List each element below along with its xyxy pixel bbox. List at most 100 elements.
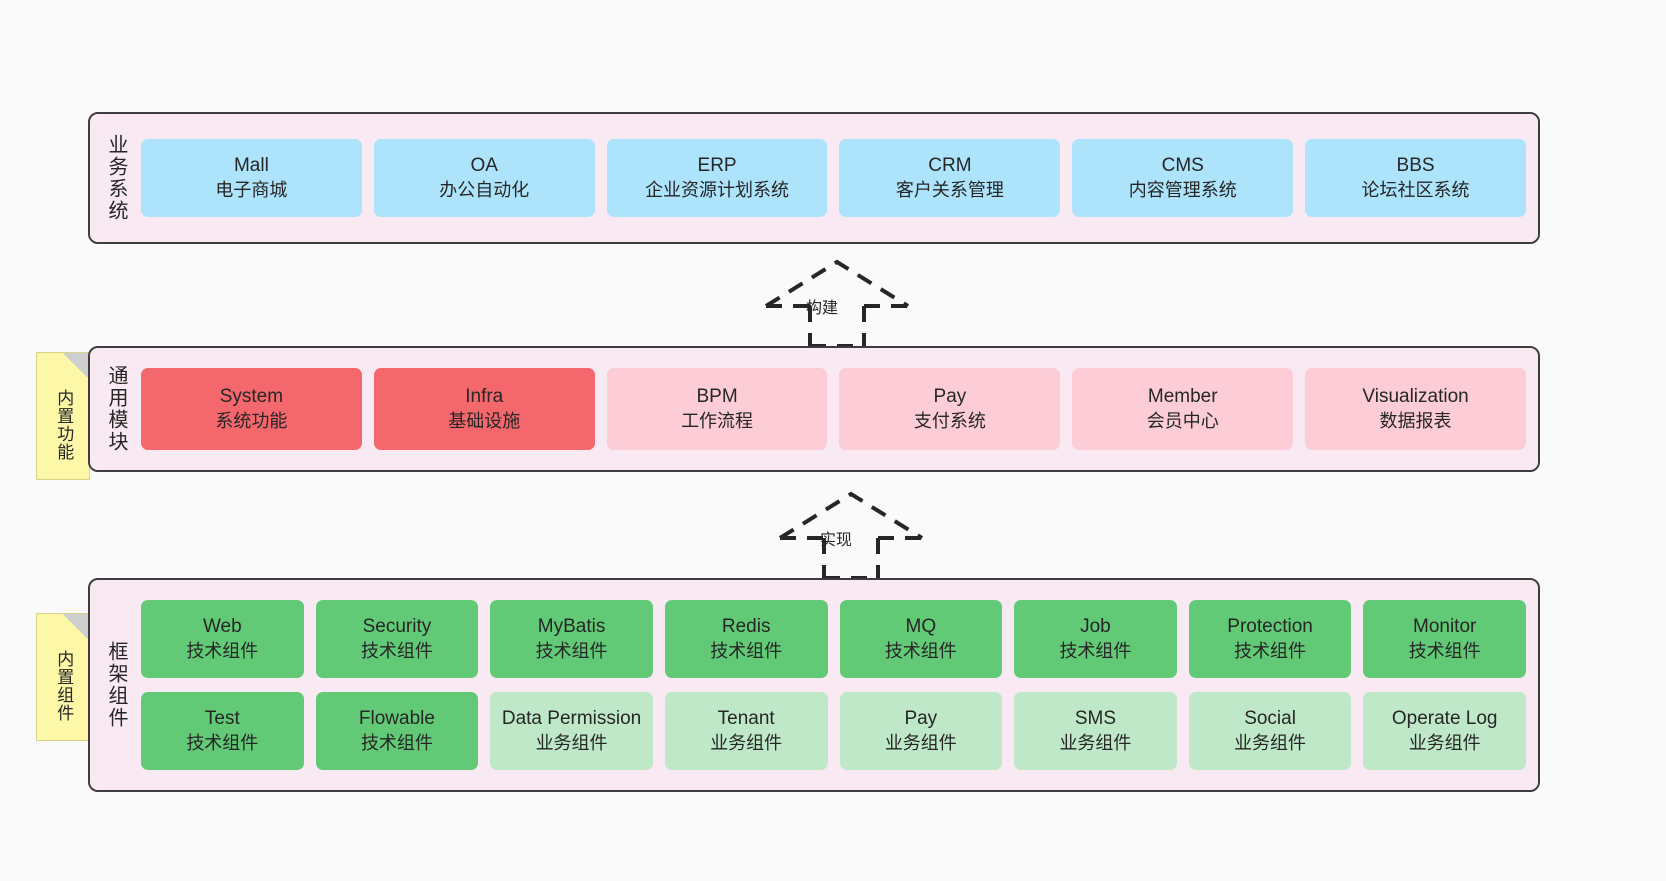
common-module-cell-list: System 系统功能 Infra 基础设施 BPM 工作流程 Pay 支付系统… (137, 348, 1538, 470)
cell-en-label: Pay (904, 708, 938, 730)
cell-cn-label: 支付系统 (913, 410, 986, 431)
cell-en-label: Flowable (358, 708, 435, 730)
layer-framework-component: 框架组件 Web 技术组件 Security 技术组件 MyBatis 技术组件 (88, 578, 1540, 792)
module-cell-bpm[interactable]: BPM 工作流程 (606, 368, 828, 450)
cell-en-label: SMS (1074, 708, 1117, 730)
arrow-implement: 实现 (766, 488, 936, 580)
framework-cell-test[interactable]: Test 技术组件 (141, 692, 304, 770)
cell-en-label: BPM (696, 386, 738, 408)
cell-cn-label: 系统功能 (215, 410, 288, 431)
cell-cn-label: 工作流程 (681, 410, 754, 431)
framework-cell-mq[interactable]: MQ 技术组件 (839, 600, 1003, 678)
business-cell-crm[interactable]: CRM 客户关系管理 (839, 139, 1061, 217)
cell-cn-label: 客户关系管理 (895, 179, 1004, 200)
cell-cn-label: 业务组件 (1234, 732, 1307, 753)
cell-en-label: Security (362, 616, 432, 638)
arrow-implement-label: 实现 (820, 532, 853, 549)
cell-en-label: Visualization (1362, 386, 1469, 408)
framework-cell-mybatis[interactable]: MyBatis 技术组件 (490, 600, 653, 678)
cell-en-label: OA (470, 155, 498, 177)
note-builtin-function: 内置功能 (36, 352, 90, 480)
cell-en-label: Member (1147, 386, 1218, 408)
cell-cn-label: 技术组件 (884, 640, 957, 661)
cell-cn-label: 论坛社区系统 (1361, 179, 1470, 200)
framework-cell-sms[interactable]: SMS 业务组件 (1014, 692, 1177, 770)
framework-cell-redis[interactable]: Redis 技术组件 (664, 600, 828, 678)
framework-cell-security[interactable]: Security 技术组件 (315, 600, 479, 678)
framework-cell-web[interactable]: Web 技术组件 (141, 600, 304, 678)
note-builtin-component-label: 内置组件 (54, 650, 74, 722)
cell-cn-label: 业务组件 (710, 732, 783, 753)
framework-cell-protection[interactable]: Protection 技术组件 (1188, 600, 1352, 678)
cell-cn-label: 企业资源计划系统 (645, 179, 790, 200)
module-cell-visualization[interactable]: Visualization 数据报表 (1305, 368, 1526, 450)
cell-cn-label: 技术组件 (710, 640, 783, 661)
cell-en-label: Web (202, 616, 242, 638)
note-fold-icon (63, 614, 89, 640)
cell-en-label: Operate Log (1391, 708, 1498, 730)
cell-cn-label: 技术组件 (535, 640, 608, 661)
framework-cell-data-permission[interactable]: Data Permission 业务组件 (490, 692, 653, 770)
cell-cn-label: 技术组件 (360, 732, 433, 753)
cell-en-label: Social (1244, 708, 1296, 730)
arrow-build: 构建 (752, 256, 922, 348)
business-cell-mall[interactable]: Mall 电子商城 (141, 139, 362, 217)
module-cell-member[interactable]: Member 会员中心 (1072, 368, 1294, 450)
framework-cell-flowable[interactable]: Flowable 技术组件 (315, 692, 479, 770)
cell-cn-label: 会员中心 (1146, 410, 1219, 431)
cell-cn-label: 技术组件 (1234, 640, 1307, 661)
cell-cn-label: 基础设施 (448, 410, 521, 431)
business-cell-list: Mall 电子商城 OA 办公自动化 ERP 企业资源计划系统 CRM 客户关系… (137, 114, 1538, 242)
cell-cn-label: 技术组件 (186, 732, 259, 753)
module-cell-infra[interactable]: Infra 基础设施 (373, 368, 595, 450)
cell-en-label: MQ (905, 616, 937, 638)
arrow-build-label: 构建 (806, 300, 839, 317)
cell-cn-label: 技术组件 (1408, 640, 1481, 661)
cell-cn-label: 业务组件 (884, 732, 957, 753)
business-cell-bbs[interactable]: BBS 论坛社区系统 (1305, 139, 1526, 217)
cell-en-label: CRM (928, 155, 972, 177)
cell-cn-label: 业务组件 (1059, 732, 1132, 753)
framework-row-tech: Web 技术组件 Security 技术组件 MyBatis 技术组件 Redi… (141, 600, 1526, 678)
module-cell-system[interactable]: System 系统功能 (141, 368, 362, 450)
cell-en-label: BBS (1396, 155, 1435, 177)
business-cell-cms[interactable]: CMS 内容管理系统 (1072, 139, 1294, 217)
framework-cell-tenant[interactable]: Tenant 业务组件 (664, 692, 828, 770)
cell-cn-label: 业务组件 (1408, 732, 1481, 753)
framework-cell-pay[interactable]: Pay 业务组件 (839, 692, 1003, 770)
note-fold-icon (63, 353, 89, 379)
cell-cn-label: 数据报表 (1379, 410, 1452, 431)
cell-en-label: Data Permission (501, 708, 642, 730)
layer-title-business: 业务系统 (105, 134, 127, 222)
note-builtin-function-label: 内置功能 (54, 389, 74, 461)
module-cell-pay[interactable]: Pay 支付系统 (839, 368, 1061, 450)
framework-cell-monitor[interactable]: Monitor 技术组件 (1363, 600, 1526, 678)
layer-title-common-module: 通用模块 (105, 365, 127, 453)
cell-en-label: Test (204, 708, 240, 730)
cell-en-label: Tenant (717, 708, 775, 730)
framework-row-biz: Test 技术组件 Flowable 技术组件 Data Permission … (141, 692, 1526, 770)
business-cell-oa[interactable]: OA 办公自动化 (373, 139, 595, 217)
layer-common-module: 通用模块 System 系统功能 Infra 基础设施 BPM 工作流程 Pay… (88, 346, 1540, 472)
cell-en-label: Monitor (1413, 616, 1477, 638)
cell-cn-label: 技术组件 (360, 640, 433, 661)
cell-en-label: System (219, 386, 284, 408)
cell-en-label: Mall (233, 155, 269, 177)
framework-cell-social[interactable]: Social 业务组件 (1188, 692, 1352, 770)
cell-cn-label: 技术组件 (186, 640, 259, 661)
cell-cn-label: 内容管理系统 (1128, 179, 1237, 200)
framework-cell-operate-log[interactable]: Operate Log 业务组件 (1363, 692, 1526, 770)
cell-en-label: Protection (1227, 616, 1313, 638)
note-builtin-component: 内置组件 (36, 613, 90, 741)
framework-cell-job[interactable]: Job 技术组件 (1014, 600, 1177, 678)
framework-cell-grid: Web 技术组件 Security 技术组件 MyBatis 技术组件 Redi… (137, 580, 1538, 790)
cell-en-label: MyBatis (537, 616, 606, 638)
cell-cn-label: 电子商城 (215, 179, 288, 200)
business-cell-erp[interactable]: ERP 企业资源计划系统 (606, 139, 828, 217)
cell-en-label: Pay (933, 386, 967, 408)
cell-en-label: Infra (465, 386, 504, 408)
cell-en-label: Redis (721, 616, 771, 638)
layer-business-system: 业务系统 Mall 电子商城 OA 办公自动化 ERP 企业资源计划系统 CRM… (88, 112, 1540, 244)
cell-en-label: ERP (697, 155, 737, 177)
